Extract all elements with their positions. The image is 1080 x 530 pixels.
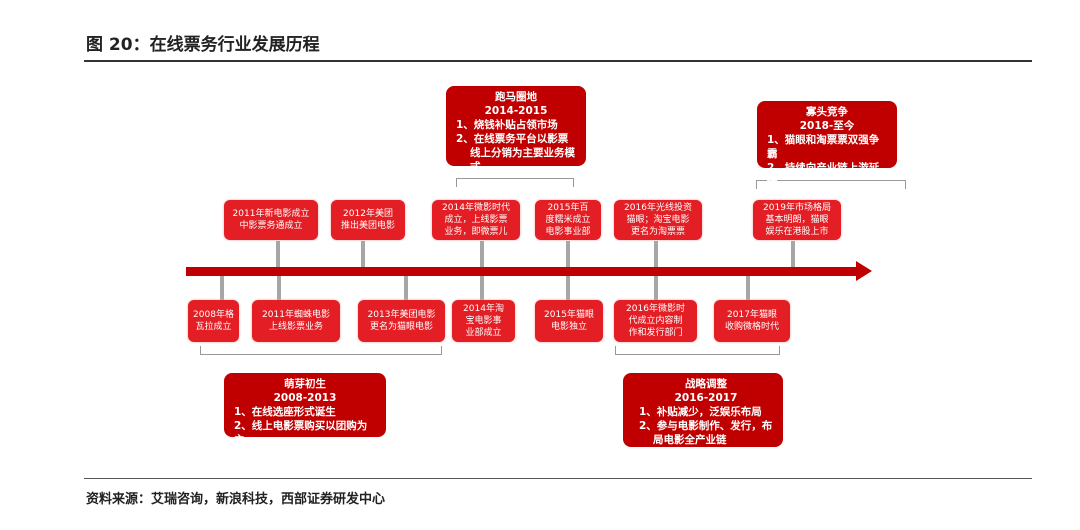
connector xyxy=(277,276,281,300)
event-text: 2014年微影时代 xyxy=(442,203,510,213)
event-text: 2011年新电影成立 xyxy=(232,209,310,219)
event-text: 2015年猫眼 xyxy=(544,310,594,320)
event-box: 2019年市场格局基本明朗，猫眼娱乐在港股上市 xyxy=(753,200,841,240)
phase-box: 跑马圈地 2014-2015 1、烧钱补贴占领市场 2、在线票务平台以影票线上分… xyxy=(446,86,586,173)
event-text: 更名为淘票票 xyxy=(630,227,685,237)
event-text: 猫眼；淘宝电影 xyxy=(626,215,690,225)
phase-box: 萌芽初生 2008-2013 1、在线选座形式诞生 2、线上电影票购买以团购为主 xyxy=(224,373,386,446)
connector xyxy=(654,276,658,300)
phase-bracket xyxy=(456,178,574,187)
event-text: 电影事业部 xyxy=(545,227,591,237)
connector xyxy=(404,276,408,300)
event-text: 宝电影事 xyxy=(465,316,502,326)
event-box: 2014年淘宝电影事业部成立 xyxy=(452,300,515,342)
connector xyxy=(654,241,658,267)
event-text: 作和发行部门 xyxy=(628,328,683,338)
event-text: 上线影票业务 xyxy=(268,322,323,332)
event-text: 电影独立 xyxy=(550,322,587,332)
event-text: 收购微格时代 xyxy=(724,322,779,332)
figure-title: 图 20：在线票务行业发展历程 xyxy=(86,35,320,55)
event-text: 更名为猫眼电影 xyxy=(369,322,433,332)
event-box: 2015年猫眼电影独立 xyxy=(535,300,603,342)
event-box: 2008年格瓦拉成立 xyxy=(188,300,239,342)
event-box: 2012年美团推出美团电影 xyxy=(331,200,405,240)
phase-bracket xyxy=(200,346,442,355)
event-text: 业部成立 xyxy=(465,328,502,338)
event-text: 2015年百 xyxy=(547,203,589,213)
connector xyxy=(220,276,224,300)
source-note: 资料来源：艾瑞咨询，新浪科技，西部证券研发中心 xyxy=(86,492,386,507)
phase-box: 寡头竞争 2018-至今 1、猫眼和淘票票双强争霸 2、持续向产业链上游延伸 xyxy=(757,101,897,188)
phase-item: 2、线上电影票购买以团购为主 xyxy=(234,420,368,446)
phase-item: 2、在线票务平台以影票线上分销为主要业务模式 xyxy=(456,133,575,173)
event-text: 成立，上线影票 xyxy=(444,215,508,225)
event-text: 2011年蜘蛛电影 xyxy=(262,310,330,320)
event-text: 2016年微影时 xyxy=(626,304,685,314)
phase-bracket xyxy=(756,180,906,189)
event-box: 2015年百度糯米成立电影事业部 xyxy=(535,200,601,240)
event-box: 2016年光线投资猫眼；淘宝电影更名为淘票票 xyxy=(614,200,702,240)
event-text: 代成立内容制 xyxy=(628,316,683,326)
connector xyxy=(746,276,750,300)
event-box: 2013年美团电影更名为猫眼电影 xyxy=(358,300,445,342)
event-text: 2012年美团 xyxy=(343,209,393,219)
connector xyxy=(361,241,365,267)
phase-period: 2008-2013 xyxy=(273,392,337,404)
event-text: 2019年市场格局 xyxy=(763,203,831,213)
phase-name: 战略调整 xyxy=(685,378,727,390)
event-box: 2016年微影时代成立内容制作和发行部门 xyxy=(614,300,697,342)
connector xyxy=(566,241,570,267)
title-divider xyxy=(84,60,1032,62)
event-text: 2013年美团电影 xyxy=(367,310,436,320)
phase-item: 2、持续向产业链上游延伸 xyxy=(767,162,880,188)
event-text: 基本明朗，猫眼 xyxy=(765,215,829,225)
phase-period: 2018-至今 xyxy=(799,120,855,132)
event-text: 瓦拉成立 xyxy=(195,322,232,332)
connector xyxy=(480,276,484,300)
connector xyxy=(566,276,570,300)
phase-item: 1、猫眼和淘票票双强争霸 xyxy=(767,134,880,160)
phase-item: 2、参与电影制作、发行，布局电影全产业链 xyxy=(639,420,773,446)
event-text: 业务，即微票儿 xyxy=(444,227,508,237)
event-text: 2014年淘 xyxy=(463,304,504,314)
phase-item: 1、补贴减少，泛娱乐布局 xyxy=(639,406,762,418)
phase-name: 跑马圈地 xyxy=(495,91,537,103)
connector xyxy=(276,241,280,267)
event-text: 度糯米成立 xyxy=(545,215,591,225)
phase-item: 1、烧钱补贴占领市场 xyxy=(456,119,558,131)
connector xyxy=(480,241,484,267)
event-text: 中影票务通成立 xyxy=(239,221,303,231)
timeline-axis xyxy=(186,267,858,276)
connector xyxy=(791,241,795,267)
event-text: 推出美团电影 xyxy=(340,221,395,231)
event-box: 2017年猫眼收购微格时代 xyxy=(714,300,790,342)
event-box: 2011年新电影成立中影票务通成立 xyxy=(224,200,318,240)
event-box: 2014年微影时代成立，上线影票业务，即微票儿 xyxy=(432,200,520,240)
footer-divider xyxy=(84,478,1032,479)
event-text: 2017年猫眼 xyxy=(727,310,777,320)
event-text: 2016年光线投资 xyxy=(624,203,692,213)
event-text: 娱乐在港股上市 xyxy=(765,227,829,237)
timeline-arrowhead xyxy=(856,261,872,281)
phase-name: 寡头竞争 xyxy=(806,106,848,118)
phase-name: 萌芽初生 xyxy=(284,378,326,390)
event-text: 2008年格 xyxy=(193,310,234,320)
phase-period: 2014-2015 xyxy=(484,105,548,117)
phase-bracket xyxy=(615,346,780,355)
phase-item: 1、在线选座形式诞生 xyxy=(234,406,336,418)
phase-box: 战略调整 2016-2017 1、补贴减少，泛娱乐布局 2、参与电影制作、发行，… xyxy=(623,373,783,447)
phase-period: 2016-2017 xyxy=(674,392,738,404)
event-box: 2011年蜘蛛电影上线影票业务 xyxy=(252,300,340,342)
